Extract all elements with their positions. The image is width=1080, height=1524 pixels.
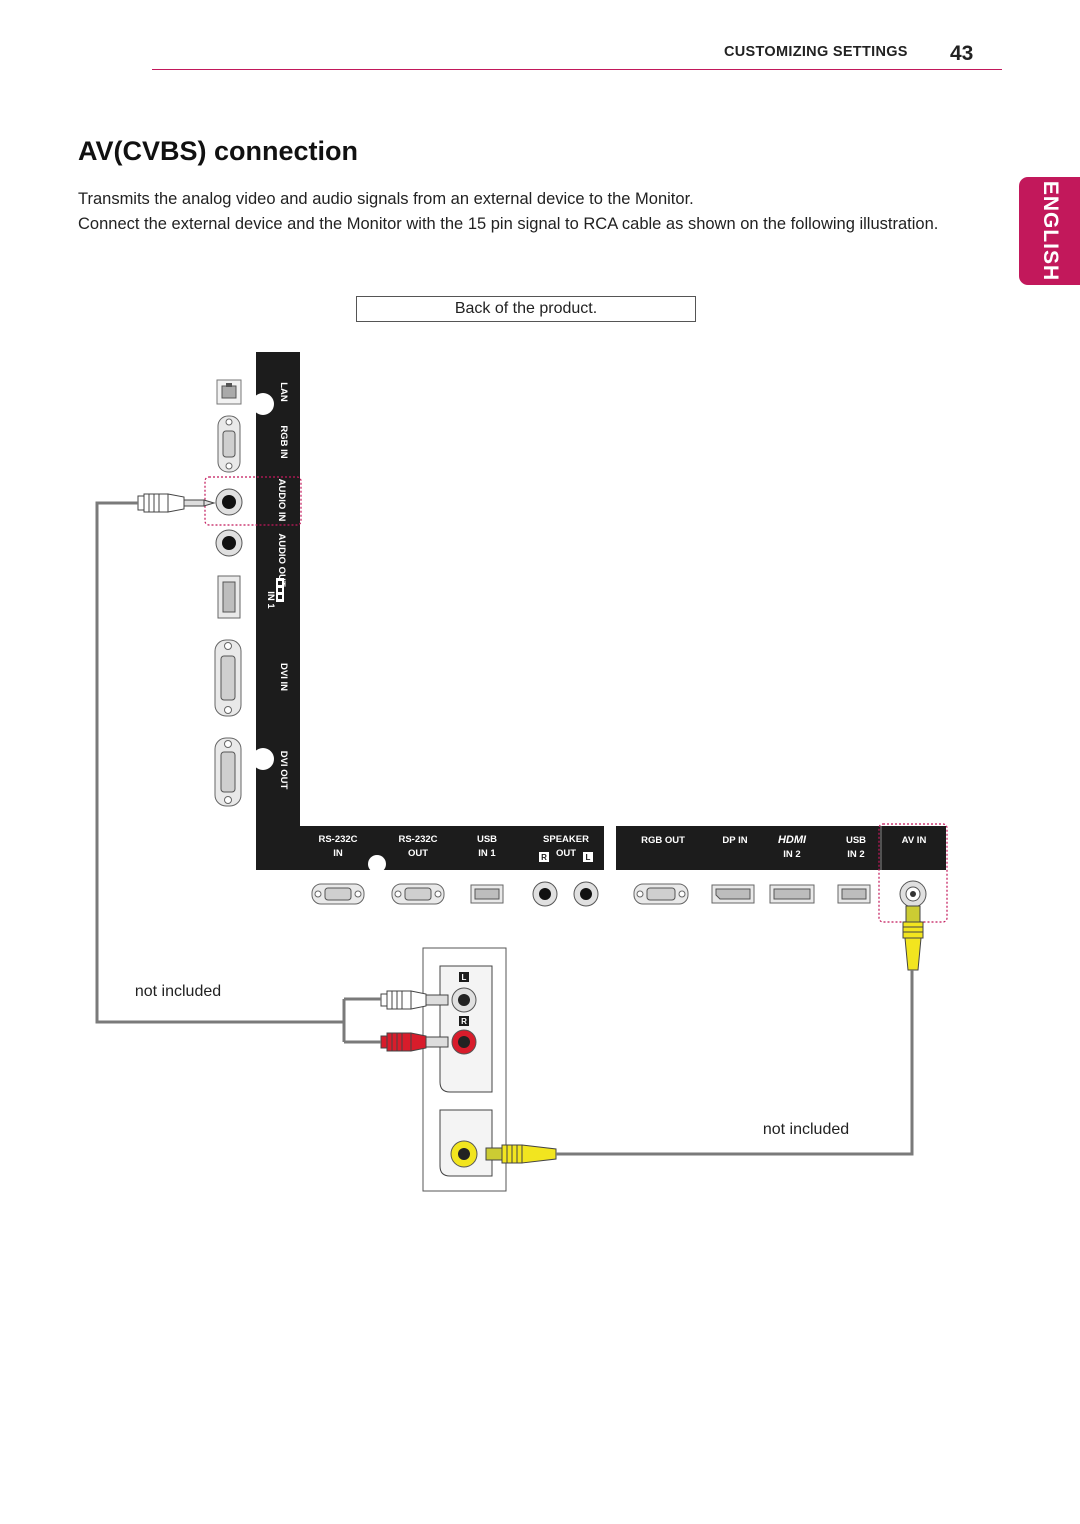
- device-r-badge: R: [459, 1016, 469, 1026]
- dvi-out-port[interactable]: [214, 737, 242, 807]
- bottom-right-labels: RGB OUT DP IN IN 2 USB IN 2 AV IN: [641, 835, 926, 860]
- section-title: CUSTOMIZING SETTINGS: [724, 44, 908, 60]
- rs232c-in-port[interactable]: [311, 883, 365, 905]
- panel-notch: [252, 748, 274, 770]
- device-video-out-jack[interactable]: [450, 1140, 478, 1168]
- label-dvi-in: DVI IN: [278, 663, 289, 691]
- svg-text:R: R: [461, 1017, 467, 1026]
- hdmi-in-2-port[interactable]: [769, 884, 815, 904]
- body-paragraph-2: Connect the external device and the Moni…: [78, 215, 939, 233]
- speaker-out-l-jack[interactable]: [573, 881, 599, 907]
- hdmi-in-1-port[interactable]: [217, 575, 241, 619]
- device-audio-out-l-jack[interactable]: [451, 987, 477, 1013]
- audio-cable: [95, 501, 344, 1024]
- label-av-in: AV IN: [902, 835, 927, 846]
- label-rgb-in: RGB IN: [278, 425, 289, 458]
- label-audio-in: AUDIO IN: [276, 479, 287, 522]
- label-usb-in1-2: IN 1: [478, 848, 496, 859]
- page-title: AV(CVBS) connection: [78, 136, 359, 166]
- av-in-jack[interactable]: [899, 880, 927, 908]
- svg-text:L: L: [586, 853, 591, 862]
- label-rs232c-in-1: RS-232C: [318, 834, 357, 845]
- video-cable-note: not included: [763, 1121, 849, 1138]
- device-audio-out-r-jack[interactable]: [451, 1029, 477, 1055]
- audio-cable-note: not included: [135, 983, 221, 1000]
- audio-out-jack[interactable]: [215, 529, 243, 557]
- bottom-panel-right: [616, 826, 946, 870]
- label-speaker-2: OUT: [556, 848, 576, 859]
- rgb-out-port[interactable]: [633, 883, 689, 905]
- label-audio-out: AUDIO OUT: [276, 533, 287, 587]
- bottom-left-labels: RS-232C IN RS-232C OUT USB IN 1 SPEAKER …: [318, 834, 589, 859]
- diagram-caption: Back of the product.: [356, 296, 696, 322]
- dp-in-port[interactable]: [711, 884, 755, 904]
- label-lan: LAN: [278, 382, 289, 402]
- video-cable: [556, 970, 914, 1156]
- device-audio-panel: [439, 965, 493, 1093]
- label-rs232c-out-1: RS-232C: [398, 834, 437, 845]
- label-rgb-out: RGB OUT: [641, 835, 685, 846]
- label-rs232c-out-2: OUT: [408, 848, 428, 859]
- label-dvi-out: DVI OUT: [278, 751, 289, 790]
- bottom-panel-left: [300, 826, 604, 870]
- rs232c-out-port[interactable]: [391, 883, 445, 905]
- dvi-in-port[interactable]: [214, 639, 242, 717]
- audio-in-jack[interactable]: [215, 488, 243, 516]
- usb-in-2-port[interactable]: [837, 884, 871, 904]
- panel-notch: [368, 855, 386, 873]
- label-rs232c-in-2: IN: [333, 848, 343, 859]
- page-number: 43: [950, 42, 974, 65]
- cables: [95, 501, 914, 1156]
- rgb-in-port[interactable]: [217, 415, 241, 473]
- rca-plug-yellow: [485, 1144, 557, 1164]
- header-divider: [152, 69, 1002, 70]
- usb-in-1-port[interactable]: [470, 884, 504, 904]
- device-l-badge: L: [459, 972, 469, 982]
- svg-text:L: L: [462, 973, 467, 982]
- speaker-r-badge: R: [539, 852, 549, 862]
- label-speaker-1: SPEAKER: [543, 834, 589, 845]
- side-panel: [256, 352, 300, 870]
- speaker-l-badge: L: [583, 852, 593, 862]
- hdmi-logo-icon: [276, 578, 284, 602]
- label-usb-in1-1: USB: [477, 834, 497, 845]
- label-hdmi-in2: IN 2: [783, 849, 800, 860]
- language-tab[interactable]: ENGLISH: [1019, 177, 1080, 285]
- label-usb-in2-1: USB: [846, 835, 866, 846]
- side-panel-labels: LAN RGB IN AUDIO IN AUDIO OUT IN 1 DVI I…: [265, 382, 289, 789]
- audio-in-highlight: [204, 476, 302, 526]
- av-in-rca-plug: [902, 905, 924, 971]
- hdmi-logo-text: HDMI: [778, 834, 807, 846]
- label-hdmi-in-1: IN 1: [265, 591, 276, 609]
- rca-plug-white: [380, 990, 449, 1010]
- lan-port[interactable]: [216, 379, 242, 405]
- body-paragraph-1: Transmits the analog video and audio sig…: [78, 190, 694, 208]
- label-dp-in: DP IN: [722, 835, 747, 846]
- label-usb-in2-2: IN 2: [847, 849, 864, 860]
- speaker-out-r-jack[interactable]: [532, 881, 558, 907]
- panel-notch: [252, 393, 274, 415]
- svg-text:R: R: [541, 853, 547, 862]
- audio-plug-3-5mm: [137, 493, 216, 513]
